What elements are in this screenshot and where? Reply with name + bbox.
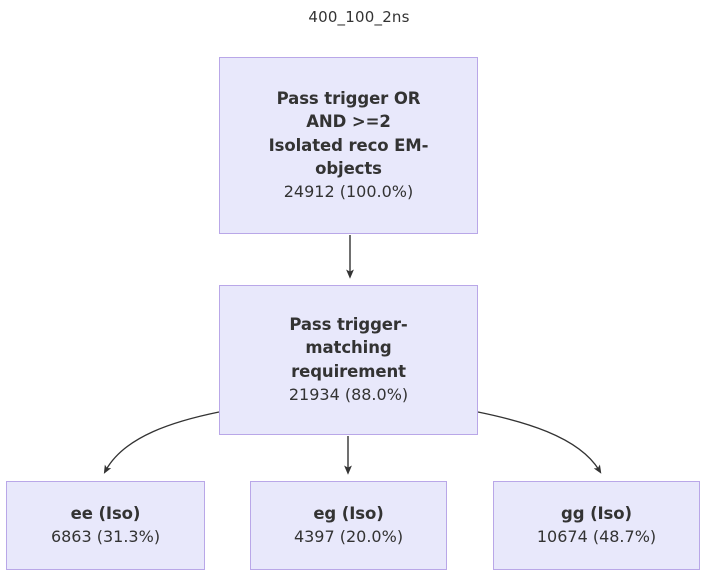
node-pass-trigger-matching[interactable]: Pass trigger- matching requirement 21934… [219, 285, 478, 435]
node-gg-iso[interactable]: gg (Iso) 10674 (48.7%) [493, 481, 700, 570]
edge-matching-to-ee [103, 411, 220, 474]
edge-matching-to-gg [477, 411, 602, 474]
node-label-line: requirement [291, 361, 406, 381]
node-label: gg (Iso) [561, 503, 632, 523]
node-eg-iso[interactable]: eg (Iso) 4397 (20.0%) [250, 481, 447, 570]
node-label-line: AND >=2 [306, 112, 391, 132]
node-count: 10674 (48.7%) [536, 527, 657, 547]
node-label-line: Pass trigger OR [276, 88, 421, 108]
node-count: 24912 (100.0%) [283, 182, 414, 202]
page-title: 400_100_2ns [308, 8, 410, 26]
node-count: 21934 (88.0%) [288, 385, 409, 405]
node-label: ee (Iso) [70, 503, 141, 523]
node-label-line: matching [305, 338, 392, 358]
node-label: eg (Iso) [313, 503, 384, 523]
node-pass-trigger-or-and[interactable]: Pass trigger OR AND >=2 Isolated reco EM… [219, 57, 478, 234]
node-label: Pass trigger- matching requirement [289, 313, 407, 383]
node-count: 4397 (20.0%) [293, 527, 404, 547]
node-label-line: Isolated reco EM- [268, 135, 429, 155]
node-label: Pass trigger OR AND >=2 Isolated reco EM… [269, 87, 429, 181]
node-label-line: objects [315, 159, 382, 179]
node-label-line: Pass trigger- [289, 315, 408, 334]
node-ee-iso[interactable]: ee (Iso) 6863 (31.3%) [6, 481, 205, 570]
node-count: 6863 (31.3%) [50, 527, 161, 547]
